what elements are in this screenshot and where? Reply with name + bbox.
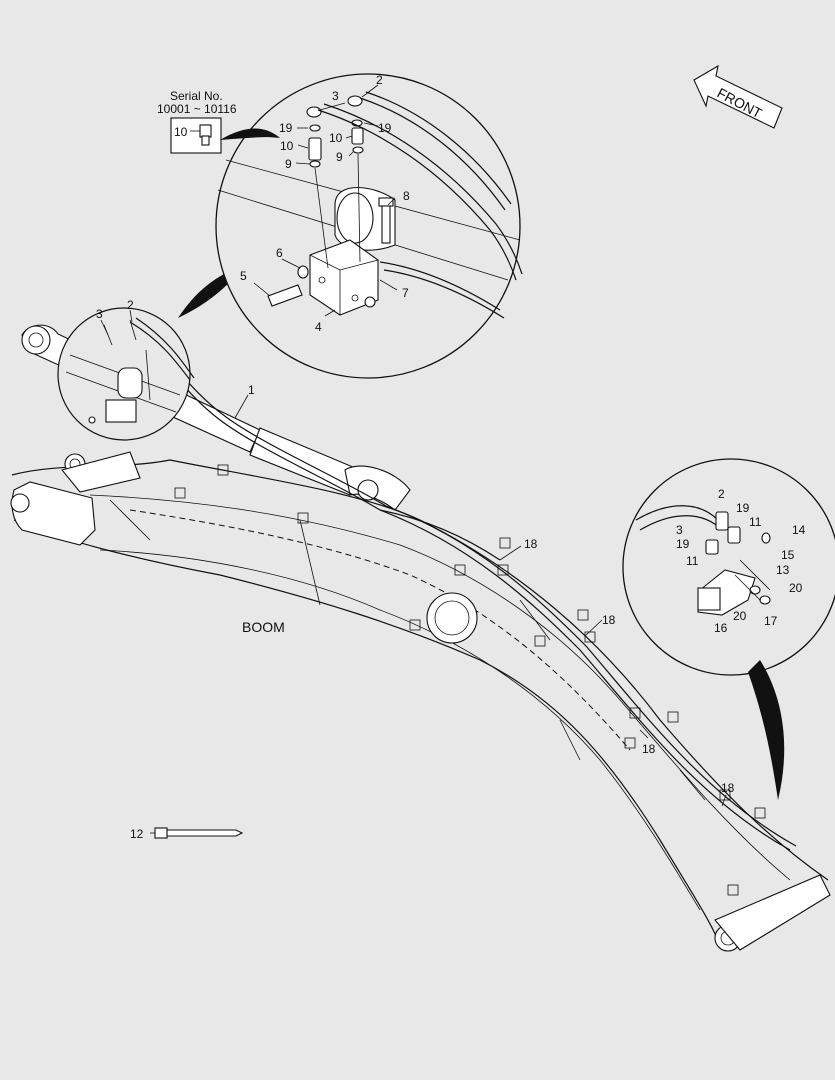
callout-20-right: 20 xyxy=(789,581,803,595)
cable-tie xyxy=(154,827,244,839)
callout-19-right-top: 19 xyxy=(736,501,750,515)
callout-14: 14 xyxy=(792,523,806,537)
callout-19-right: 19 xyxy=(378,121,392,135)
callout-3-small: 3 xyxy=(96,307,103,321)
callout-18-c: 18 xyxy=(642,742,656,756)
callout-3-right: 3 xyxy=(676,523,683,537)
detail-circle-small xyxy=(57,307,195,441)
boom-label: BOOM xyxy=(242,619,285,635)
callout-16: 16 xyxy=(714,621,728,635)
serial-title: Serial No. xyxy=(170,89,223,103)
hose-lines xyxy=(119,317,797,851)
callout-18-a: 18 xyxy=(524,537,538,551)
detail-circle-right xyxy=(622,458,835,676)
callout-9-left: 9 xyxy=(285,157,292,171)
serial-inset xyxy=(170,117,280,154)
callout-13: 13 xyxy=(776,563,790,577)
callout-12: 12 xyxy=(130,827,144,841)
serial-range: 10001 ~ 10116 xyxy=(157,102,237,116)
callout-11-right-top: 11 xyxy=(749,515,762,529)
callout-10-serial: 10 xyxy=(174,125,188,139)
callout-7: 7 xyxy=(402,286,409,300)
callout-4: 4 xyxy=(315,320,322,334)
callout-20-bottom: 20 xyxy=(733,609,747,623)
callout-18-b: 18 xyxy=(602,613,616,627)
callout-10-left: 10 xyxy=(280,139,294,153)
callout-19-left: 19 xyxy=(279,121,293,135)
callout-10-right: 10 xyxy=(329,131,343,145)
callout-2-small: 2 xyxy=(127,298,134,312)
leader-lines xyxy=(100,84,727,834)
detail-circle-large xyxy=(215,73,523,379)
detail-pointer-right xyxy=(748,660,785,800)
callout-3-top: 3 xyxy=(332,89,339,103)
callout-8: 8 xyxy=(403,189,410,203)
boom-structure xyxy=(10,451,831,952)
callout-11-right-mid: 11 xyxy=(686,554,699,568)
callout-15: 15 xyxy=(781,548,795,562)
callout-19-right-mid: 19 xyxy=(676,537,690,551)
callout-6: 6 xyxy=(276,246,283,260)
callout-9-right: 9 xyxy=(336,150,343,164)
callout-18-d: 18 xyxy=(721,781,735,795)
callout-1: 1 xyxy=(248,383,255,397)
callout-17: 17 xyxy=(764,614,778,628)
callout-5: 5 xyxy=(240,269,247,283)
callout-2-right: 2 xyxy=(718,487,725,501)
callout-2-top: 2 xyxy=(376,73,383,87)
front-arrow xyxy=(693,64,783,129)
